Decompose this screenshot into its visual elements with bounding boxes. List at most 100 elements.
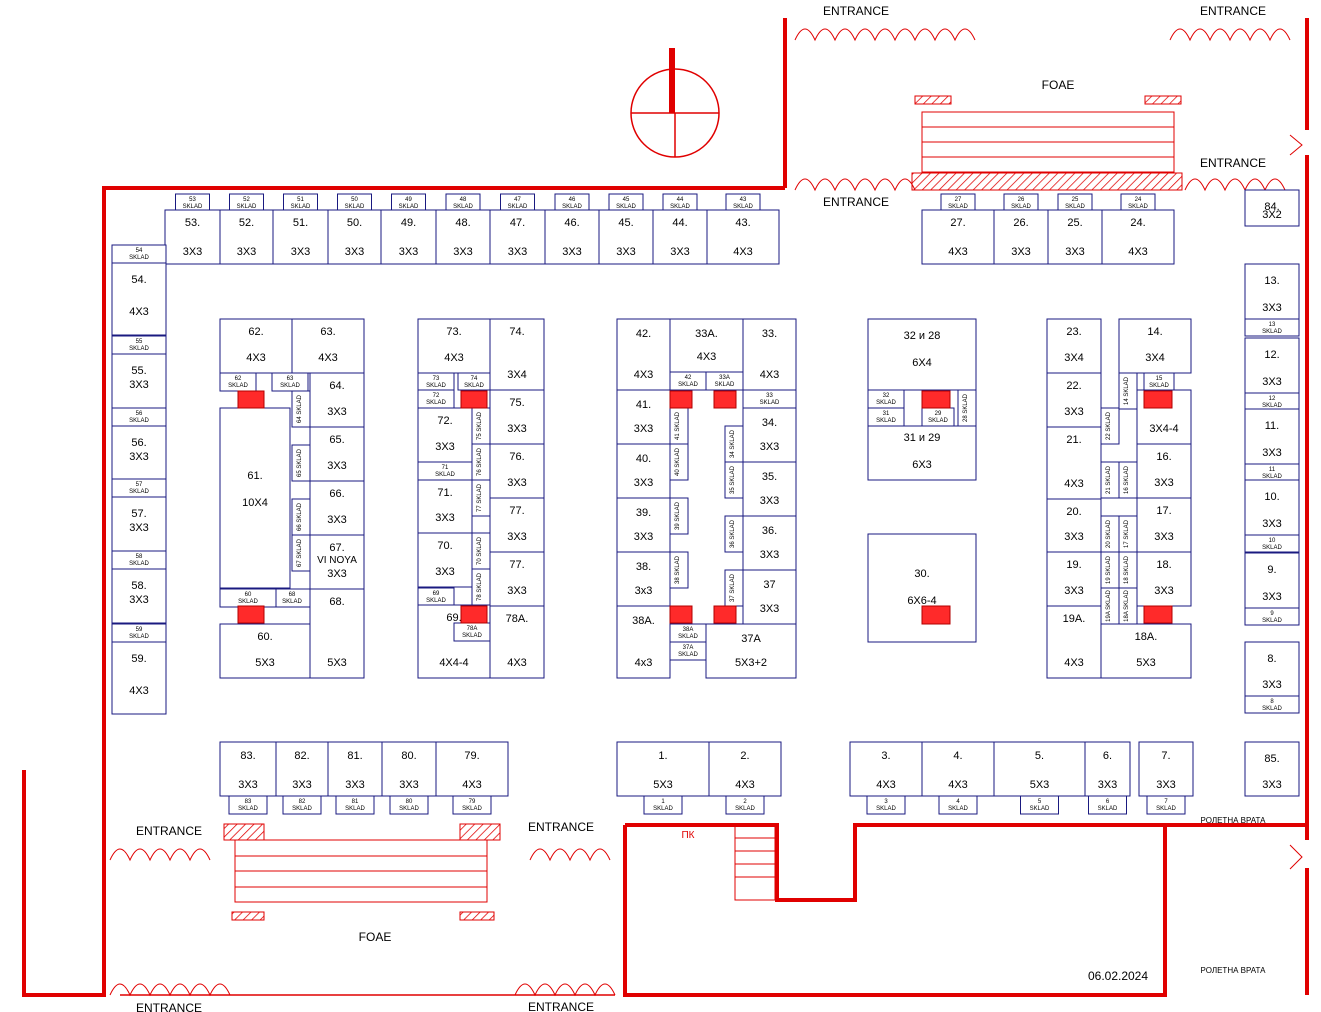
booth-20[interactable]: 20.3X3 [1046,498,1102,553]
booth-30[interactable]: 30.6X6-4 [867,533,977,643]
booth-33A[interactable]: 33A.4X3 [669,318,744,373]
booth-51[interactable]: 51.3X3 [272,209,329,265]
booth-1[interactable]: 1.5X3 [616,741,710,797]
storage-41[interactable]: 41 SKLAD [669,407,689,445]
booth-45[interactable]: 45.3X3 [598,209,654,265]
booth-24[interactable]: 24.4X3 [1101,209,1175,265]
booth-36[interactable]: 36.3X3 [742,515,797,571]
booth-50[interactable]: 50.3X3 [327,209,382,265]
booth-76[interactable]: 76.3X3 [489,443,545,499]
booth-38A[interactable]: 38A.4x3 [616,605,671,679]
booth-21[interactable]: 21.4X3 [1046,426,1102,500]
booth-53[interactable]: 53.3X3 [164,209,221,265]
booth-70[interactable]: 70.3X3 [417,532,473,588]
booth-8[interactable]: 8.3X3 [1244,641,1300,697]
booth-12[interactable]: 12.3X3 [1244,337,1300,394]
storage-77[interactable]: 77 SKLAD [471,479,491,517]
booth-19[interactable]: 19.3X3 [1046,551,1102,607]
booth-26[interactable]: 26.3X3 [993,209,1049,265]
booth-16[interactable]: 16.3X3 [1136,443,1192,499]
booth-23[interactable]: 23.3X4 [1046,318,1102,374]
booth-56[interactable]: 56.3X3 [111,425,167,481]
storage-40[interactable]: 40 SKLAD [669,443,689,481]
storage-36[interactable]: 36 SKLAD [724,515,744,553]
booth-63[interactable]: 63.4X3 [291,318,365,374]
storage-65[interactable]: 65 SKLAD [291,444,311,482]
storage-18[interactable]: 18 SKLAD [1118,551,1138,589]
booth-5[interactable]: 5.5X3 [993,741,1086,797]
storage-18A[interactable]: 18A SKLAD [1118,587,1138,625]
booth-19A[interactable]: 19A.4X3 [1046,605,1102,679]
booth-61[interactable]: 61.10X4 [219,407,291,589]
booth-46[interactable]: 46.3X3 [544,209,600,265]
storage-37[interactable]: 37 SKLAD [724,569,744,607]
storage-39[interactable]: 39 SKLAD [669,497,689,535]
booth-82[interactable]: 82.3X3 [275,741,329,797]
storage-19A[interactable]: 19A SKLAD [1100,587,1120,625]
booth-48[interactable]: 48.3X3 [435,209,491,265]
booth-14[interactable]: 14.3X4 [1118,318,1192,374]
booth-6[interactable]: 6.3X3 [1084,741,1131,797]
booth-43[interactable]: 43.4X3 [706,209,780,265]
storage-75[interactable]: 75 SKLAD [471,407,491,445]
storage-22[interactable]: 22 SKLAD [1100,407,1120,445]
booth-47[interactable]: 47.3X3 [489,209,546,265]
booth-7[interactable]: 7.3X3 [1138,741,1194,797]
booth-44[interactable]: 44.3X3 [652,209,708,265]
booth-85[interactable]: 85.3X3 [1244,741,1300,797]
booth-25[interactable]: 25.3X3 [1047,209,1103,265]
booth-52[interactable]: 52.3X3 [219,209,274,265]
booth-38[interactable]: 38.3x3 [616,551,671,607]
booth-72[interactable]: 72.3X3 [417,407,473,463]
storage-28[interactable]: 28 SKLAD [957,389,977,427]
booth-41[interactable]: 41.3X3 [616,389,671,445]
booth-83[interactable]: 83.3X3 [219,741,277,797]
booth-78A[interactable]: 78A.4X3 [489,605,545,679]
booth-18[interactable]: 18.3X3 [1136,551,1192,607]
booth-73[interactable]: 73.4X3 [417,318,491,374]
booth-4[interactable]: 4.4X3 [921,741,995,797]
booth-42[interactable]: 42.4X3 [616,318,671,391]
booth-84[interactable]: 84.3X2 [1244,189,1300,227]
booth-74[interactable]: 74.3X4 [489,318,545,391]
storage-14[interactable]: 14 SKLAD [1118,372,1138,410]
storage-21[interactable]: 21 SKLAD [1100,461,1120,499]
storage-35[interactable]: 35 SKLAD [724,461,744,499]
